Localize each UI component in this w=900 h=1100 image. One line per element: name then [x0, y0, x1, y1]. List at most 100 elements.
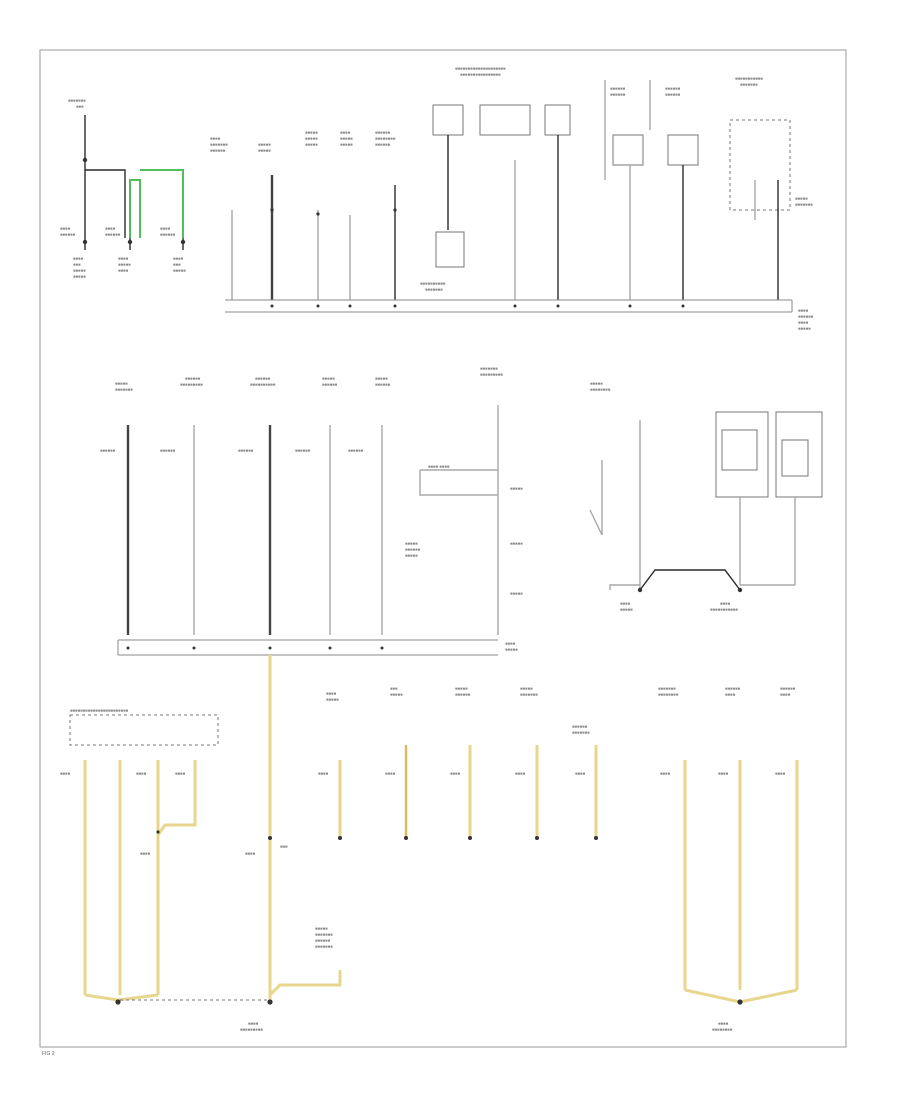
svg-text:■■■■: ■■■■ [118, 268, 129, 273]
svg-text:■■■■■■: ■■■■■■ [375, 142, 391, 147]
svg-text:■■■■■■: ■■■■■■ [725, 686, 741, 691]
svg-text:■■■■■■: ■■■■■■ [315, 938, 331, 943]
module-box [544, 104, 571, 136]
bottom-ground-section: ■■■■■■■■■■■■■■■■■■■■■■■ ■■■ ■■■■ ■■■■ ■■… [60, 655, 799, 1032]
svg-text:■■■■■■■■■■: ■■■■■■■■■■ [250, 382, 276, 387]
module-box [435, 231, 465, 268]
svg-text:■■■■: ■■■■ [505, 641, 516, 646]
svg-text:■■■■■: ■■■■■ [258, 142, 271, 147]
svg-text:■■■■■■■■: ■■■■■■■■ [590, 387, 611, 392]
svg-text:■■■■: ■■■■ [780, 692, 791, 697]
svg-text:■■■■■■: ■■■■■■ [100, 448, 116, 453]
svg-text:■■■■: ■■■■ [248, 1021, 259, 1026]
svg-text:■■■■■: ■■■■■ [510, 591, 523, 596]
svg-text:■■■■■: ■■■■■ [390, 692, 403, 697]
svg-text:■■■■ ■■■■: ■■■■ ■■■■ [428, 464, 450, 469]
svg-text:■■■■■: ■■■■■ [258, 148, 271, 153]
svg-text:■■■■■: ■■■■■ [73, 268, 86, 273]
svg-text:■■■■■■: ■■■■■■ [665, 86, 681, 91]
svg-text:■■■■■: ■■■■■ [173, 268, 186, 273]
top-ground-section: ■■■■■■■ ■■■ ■■■■ ■■■■■■ ■■■■ ■■■■■■ ■■■■… [60, 66, 814, 331]
svg-text:■■■■■■■■■■■■■■■■: ■■■■■■■■■■■■■■■■ [460, 72, 501, 77]
svg-text:■■■■■■■: ■■■■■■■ [315, 944, 333, 949]
svg-text:■■■■: ■■■■ [515, 771, 526, 776]
svg-text:■■■■: ■■■■ [660, 771, 671, 776]
svg-text:■■■■■■■: ■■■■■■■ [572, 730, 590, 735]
svg-text:■■■■: ■■■■ [73, 256, 84, 261]
svg-text:■■■■■■■■: ■■■■■■■■ [712, 1027, 733, 1032]
svg-text:■■■■■■■■■■■: ■■■■■■■■■■■ [710, 607, 738, 612]
svg-text:■■■■: ■■■■ [160, 226, 171, 231]
svg-text:■■■■■: ■■■■■ [118, 262, 131, 267]
svg-text:■■■■: ■■■■ [210, 136, 221, 141]
svg-text:■■■■■: ■■■■■ [798, 326, 811, 331]
svg-text:■■■■: ■■■■ [718, 771, 729, 776]
svg-text:■■■■: ■■■■ [118, 256, 129, 261]
svg-text:■■■■: ■■■■ [140, 851, 151, 856]
svg-text:■■■■■■■: ■■■■■■■ [520, 692, 538, 697]
svg-text:■■■■■■: ■■■■■■ [798, 314, 814, 319]
svg-text:■■■■■■■■■■: ■■■■■■■■■■ [420, 281, 446, 286]
svg-text:■■■■■■: ■■■■■■ [295, 448, 311, 453]
svg-text:■■■■■■: ■■■■■■ [375, 382, 391, 387]
svg-text:■■■■■■■: ■■■■■■■ [210, 142, 228, 147]
svg-text:■■■■■■■■■: ■■■■■■■■■ [180, 382, 203, 387]
module-box [667, 134, 699, 166]
svg-text:■■■■■■■: ■■■■■■■ [425, 287, 443, 292]
svg-text:■■■■■: ■■■■■ [795, 196, 808, 201]
svg-text:■■■■: ■■■■ [450, 771, 461, 776]
svg-text:■■■■: ■■■■ [798, 320, 809, 325]
svg-text:■■■■■: ■■■■■ [305, 136, 318, 141]
svg-text:■■■■■■: ■■■■■■ [322, 382, 338, 387]
svg-text:■■■■■: ■■■■■ [620, 607, 633, 612]
svg-text:■■■: ■■■ [173, 262, 181, 267]
svg-text:■■■■■■: ■■■■■■ [610, 86, 626, 91]
svg-text:■■■: ■■■ [390, 686, 398, 691]
svg-text:■■■■■■: ■■■■■■ [160, 448, 176, 453]
diagram-frame [39, 49, 847, 1048]
svg-text:■■■■: ■■■■ [385, 771, 396, 776]
svg-text:■■■■■■: ■■■■■■ [60, 232, 76, 237]
figure-label: FIG 2 [42, 1051, 55, 1057]
svg-text:■■■■: ■■■■ [60, 226, 71, 231]
module-box [479, 104, 531, 136]
svg-text:■■■■■■: ■■■■■■ [572, 724, 588, 729]
svg-text:■■■■: ■■■■ [175, 771, 186, 776]
svg-text:■■■■■: ■■■■■ [305, 142, 318, 147]
svg-text:■■■■■: ■■■■■ [73, 274, 86, 279]
svg-text:■■■■■■■■■■■■■■■■■■■■■■■: ■■■■■■■■■■■■■■■■■■■■■■■ [70, 708, 129, 713]
svg-text:■■■■■■: ■■■■■■ [405, 547, 421, 552]
svg-text:■■■■■■: ■■■■■■ [455, 692, 471, 697]
svg-text:■■■■: ■■■■ [620, 601, 631, 606]
svg-text:■■■■: ■■■■ [245, 851, 256, 856]
svg-text:■■■■■■: ■■■■■■ [105, 232, 121, 237]
svg-text:■■■■■■■■: ■■■■■■■■ [375, 136, 396, 141]
svg-text:■■■■■: ■■■■■ [340, 142, 353, 147]
svg-text:■■■■: ■■■■ [718, 1021, 729, 1026]
svg-text:■■■■■: ■■■■■ [405, 553, 418, 558]
svg-text:■■■■: ■■■■ [173, 256, 184, 261]
svg-text:■■■■■■■■■■■: ■■■■■■■■■■■ [735, 76, 763, 81]
svg-text:■■■: ■■■ [73, 262, 81, 267]
svg-text:■■■■■■: ■■■■■■ [255, 376, 271, 381]
svg-text:■■■■■: ■■■■■ [405, 541, 418, 546]
svg-text:■■■■■■■: ■■■■■■■ [658, 686, 676, 691]
svg-text:■■■■■■■: ■■■■■■■ [315, 932, 333, 937]
svg-text:■■■■: ■■■■ [720, 601, 731, 606]
svg-text:■■■■: ■■■■ [775, 771, 786, 776]
svg-text:■■■■: ■■■■ [318, 771, 329, 776]
module-box [721, 429, 758, 471]
svg-text:■■■■■■■: ■■■■■■■ [480, 366, 498, 371]
module-box [781, 439, 809, 477]
svg-text:■■■■■■■: ■■■■■■■ [740, 82, 758, 87]
svg-text:■■■■: ■■■■ [340, 130, 351, 135]
svg-text:■■■■■■■■■■■■■■■■■■■■: ■■■■■■■■■■■■■■■■■■■■ [455, 66, 506, 71]
svg-text:■■■■■: ■■■■■ [520, 686, 533, 691]
svg-text:■■■■: ■■■■ [326, 691, 337, 696]
svg-text:■■■■■: ■■■■■ [455, 686, 468, 691]
svg-text:■■■■: ■■■■ [105, 226, 116, 231]
svg-text:■■■■■■: ■■■■■■ [610, 92, 626, 97]
svg-text:■■■■■: ■■■■■ [315, 926, 328, 931]
svg-text:■■■■: ■■■■ [725, 692, 736, 697]
